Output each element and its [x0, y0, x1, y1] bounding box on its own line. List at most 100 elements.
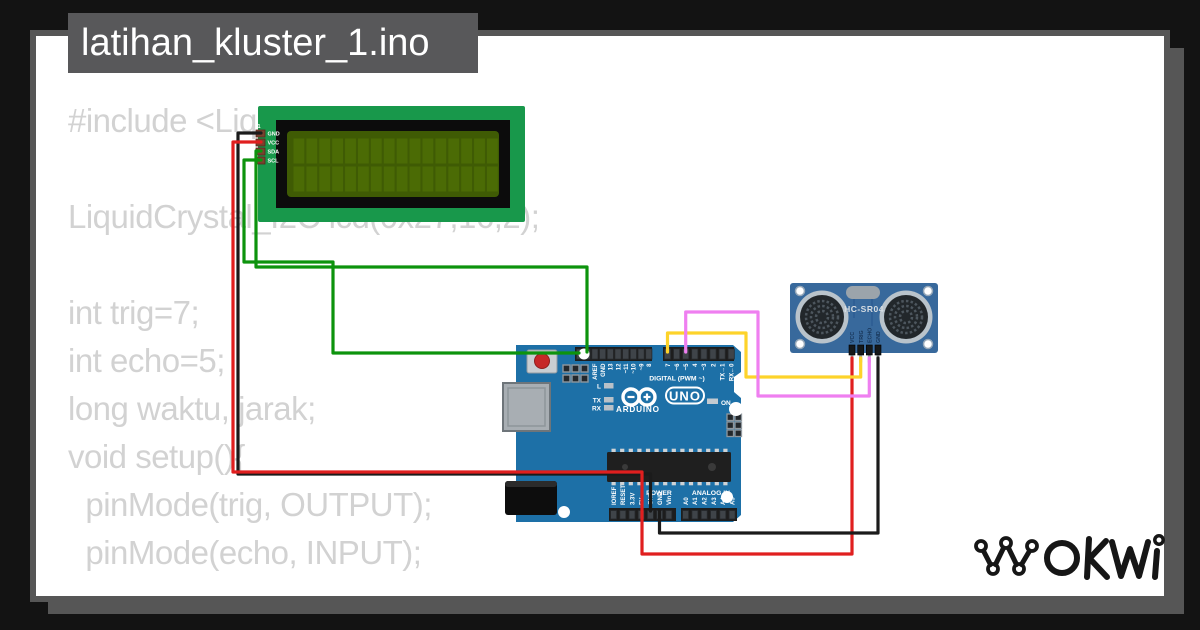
chip-pin: [680, 480, 685, 486]
icsp-pad: [734, 421, 743, 430]
pin-label: VCC: [850, 332, 856, 343]
lcd-cell: [293, 166, 305, 192]
chip-pin: [706, 448, 711, 454]
arduino-infinity-logo-icon: [621, 387, 657, 407]
chip-pin: [637, 448, 642, 454]
chip-pin: [706, 480, 711, 486]
lcd-cell: [487, 166, 498, 192]
chip-pin: [688, 480, 694, 486]
usb-connector: [502, 382, 551, 432]
icsp-pad: [571, 374, 580, 383]
icsp-pad: [726, 421, 735, 430]
chip-pin: [611, 448, 616, 454]
mount-hole: [558, 506, 570, 518]
pin-label: ~3: [702, 363, 708, 371]
pin-label: 2: [711, 363, 717, 367]
header-pin: [622, 348, 630, 360]
chip-pin: [697, 480, 702, 486]
chip-pin: [723, 448, 728, 454]
rx-led: [604, 405, 614, 411]
wokwi-logo: [974, 534, 1165, 580]
digital-caption: DIGITAL (PWM ~): [649, 376, 704, 383]
lcd-cell: [358, 138, 369, 164]
lcd-cell: [396, 138, 408, 164]
chip-pin: [723, 480, 728, 486]
wires: [231, 131, 880, 556]
pin-label: A3: [712, 497, 718, 505]
uno-badge-outline: [665, 386, 705, 405]
mount-hole: [922, 285, 934, 297]
power-pin-vin: [665, 510, 673, 520]
pin-label: 1: [258, 124, 261, 130]
chip-pin: [620, 480, 625, 486]
wire-lcd-sda-to-arduino-sda[interactable]: [254, 149, 589, 354]
pin-label: RX←0: [730, 363, 736, 381]
wire-lcd-vcc-5v-sensor-vcc[interactable]: [231, 140, 854, 556]
pcb-traces: [853, 296, 873, 326]
l-led: [604, 383, 614, 389]
power-pin-reset: [619, 510, 627, 520]
sensor-pin-vcc: [848, 344, 856, 356]
chip-pin: [680, 448, 685, 454]
icsp-header-main: [726, 413, 743, 438]
chip-pin: [688, 448, 694, 454]
pin-label: IOREF: [612, 486, 618, 505]
pin-label: ~10: [632, 363, 638, 374]
lcd-cell: [409, 138, 421, 164]
chip-pin: [663, 448, 668, 454]
chip-pin: [697, 448, 702, 454]
pin-label: 13: [609, 363, 615, 370]
arduino-brand: ARDUINO: [616, 405, 660, 414]
sensor-pin-echo: [865, 344, 873, 356]
analog-pin-a2: [700, 510, 708, 520]
lcd-cell: [319, 138, 331, 164]
header-pin: [718, 348, 726, 360]
lcd-cell: [332, 166, 343, 192]
lcd-cell: [409, 166, 421, 192]
lcd-cell: [422, 138, 434, 164]
header-pin: [591, 348, 599, 360]
header-pin: [691, 348, 699, 360]
chip-pin: [663, 480, 668, 486]
pin-label: 3.3V: [630, 493, 636, 505]
pin-label: Vin: [667, 495, 673, 505]
icsp-pad: [734, 429, 743, 438]
transducer-right-icon: [879, 290, 933, 344]
on-label: ON: [721, 400, 731, 407]
chip-pin: [620, 448, 625, 454]
lcd-cell: [448, 138, 460, 164]
wire-lcd-gnd-to-arduino-gnd[interactable]: [236, 131, 653, 513]
pin-label: TX: [593, 398, 602, 405]
sensor-label: HC-SR04: [844, 304, 884, 314]
wire-pin5-to-sensor-echo[interactable]: [684, 310, 871, 398]
power-caption: POWER: [646, 490, 672, 497]
wire-lcd-scl-to-arduino-scl[interactable]: [242, 158, 581, 355]
mount-hole: [922, 338, 934, 350]
lcd-cell: [448, 166, 460, 192]
lcd-cell: [370, 166, 382, 192]
pin-label: A1: [693, 497, 699, 505]
header-pin: [637, 348, 645, 360]
wire-arduino-gnd-to-sensor-gnd[interactable]: [657, 356, 880, 535]
pin-label: RX: [592, 406, 602, 413]
wire-pin7-to-sensor-trig[interactable]: [665, 331, 863, 379]
lcd-character-cells: [293, 138, 498, 192]
lcd-cell: [293, 138, 305, 164]
mount-hole: [794, 285, 806, 297]
lcd-cell: [345, 138, 356, 164]
header-pin: [629, 348, 637, 360]
chip-pin: [611, 480, 616, 486]
chip-pin: [645, 480, 651, 486]
pin-label: A2: [703, 497, 709, 505]
pin-label: RESET: [621, 485, 627, 505]
analog-pin-a5: [728, 510, 736, 520]
power-pin-3.3v: [628, 510, 636, 520]
mount-hole: [794, 338, 806, 350]
power-jack-top: [505, 481, 557, 487]
pin-label: ~6: [675, 363, 681, 371]
